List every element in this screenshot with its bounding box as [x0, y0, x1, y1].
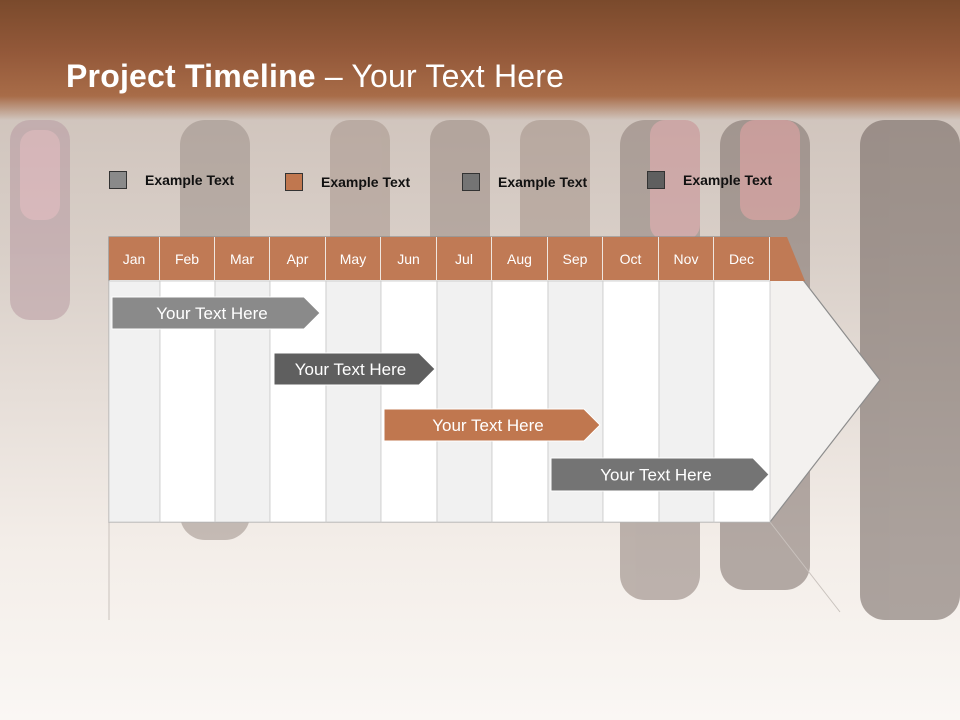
month-label-apr: Apr [270, 237, 326, 280]
month-column [436, 280, 493, 523]
task-bar-4 [550, 457, 770, 492]
month-label-jan: Jan [109, 237, 160, 280]
task-bar-label-2: Your Text Here [295, 360, 407, 379]
legend-item-1: Example Text [109, 169, 234, 191]
title-rest: – Your Text Here [315, 58, 565, 94]
legend-swatch-1 [109, 171, 127, 189]
task-bar-3 [383, 408, 601, 442]
month-column [491, 280, 549, 523]
month-label-may: May [326, 237, 381, 280]
page-title: Project Timeline – Your Text Here [66, 58, 564, 95]
legend-item-3: Example Text [462, 171, 587, 193]
month-column [380, 280, 438, 523]
task-bar-1 [111, 296, 321, 330]
legend-item-4: Example Text [647, 169, 772, 191]
legend-swatch-2 [285, 173, 303, 191]
month-label-jun: Jun [381, 237, 437, 280]
month-label-sep: Sep [548, 237, 603, 280]
month-column [325, 280, 382, 523]
legend-swatch-3 [462, 173, 480, 191]
legend-label-3: Example Text [498, 174, 588, 190]
month-label-aug: Aug [492, 237, 548, 280]
month-label-mar: Mar [215, 237, 270, 280]
legend-item-2: Example Text [285, 171, 410, 193]
legend-label-1: Example Text [145, 172, 235, 188]
month-label-nov: Nov [659, 237, 714, 280]
task-bar-label-3: Your Text Here [432, 416, 544, 435]
month-label-oct: Oct [603, 237, 659, 280]
month-label-feb: Feb [160, 237, 215, 280]
month-band-tip [770, 237, 805, 281]
legend-label-4: Example Text [683, 172, 773, 188]
task-bar-2 [273, 352, 436, 386]
legend-label-2: Example Text [321, 174, 411, 190]
month-label-jul: Jul [437, 237, 492, 280]
task-bar-label-1: Your Text Here [156, 304, 268, 323]
task-bar-label-4: Your Text Here [600, 466, 712, 485]
shadow-line-right [769, 521, 841, 613]
legend-swatch-4 [647, 171, 665, 189]
header-banner [0, 0, 960, 120]
month-label-dec: Dec [714, 237, 770, 280]
title-bold: Project Timeline [66, 58, 316, 94]
